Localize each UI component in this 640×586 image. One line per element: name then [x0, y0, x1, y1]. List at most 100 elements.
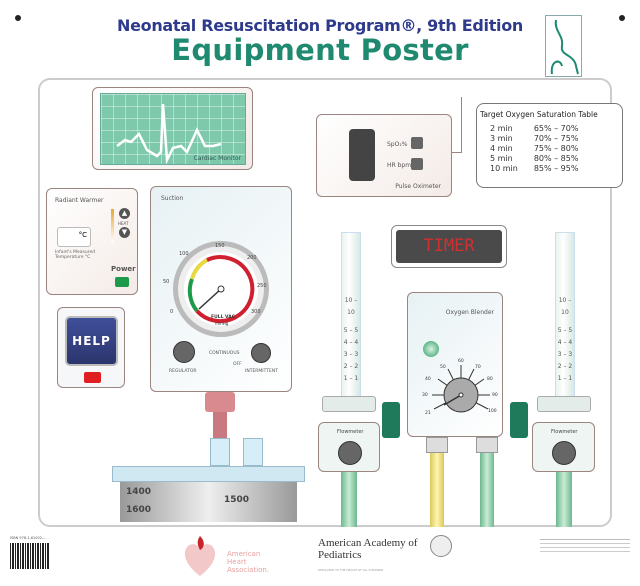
suction-tube	[213, 412, 227, 438]
isbn-text: ISBN 978-1-61002-...	[10, 536, 47, 540]
spo2-cell: 70% – 75%	[533, 134, 579, 143]
spo2-label: SpO₂%	[387, 141, 408, 148]
flowmeter-left: Flowmeter	[318, 422, 380, 472]
flowmeter-label: Flowmeter	[337, 429, 364, 435]
dial-tick: 40	[425, 377, 431, 382]
blender-inlet-right	[510, 402, 528, 438]
heat-up-button[interactable]: ▲	[119, 208, 130, 219]
flowmeter-right: Flowmeter	[532, 422, 595, 472]
hole-dot	[619, 15, 625, 21]
gauge-unit: mmHg	[215, 321, 229, 326]
fio2-dial[interactable]	[426, 359, 496, 419]
hr-display	[411, 158, 423, 170]
heat-label: HEAT	[118, 221, 129, 226]
oxygen-blender: Oxygen Blender 21 30 40 50 60 70 80 90 1…	[407, 292, 503, 437]
suction-gauge	[173, 241, 269, 337]
canister-port	[210, 438, 230, 466]
power-button[interactable]	[115, 277, 129, 287]
time-cell: 10 min	[490, 164, 518, 173]
timer[interactable]: TIMER	[391, 225, 507, 268]
help-light	[84, 372, 101, 383]
time-cell: 4 min	[490, 144, 513, 153]
poster-title: Equipment Poster	[171, 33, 469, 67]
oximeter-display	[349, 129, 375, 181]
time-cell: 3 min	[490, 134, 513, 143]
monitor-label: Cardiac Monitor	[193, 155, 241, 162]
flowmeter-label: Flowmeter	[551, 429, 578, 435]
canister-lid	[112, 466, 305, 482]
flow-scale-mark: 2 – 2	[343, 363, 359, 370]
timer-display: TIMER	[396, 230, 502, 263]
gauge-tick: 50	[163, 279, 170, 285]
hr-label: HR bpm	[387, 162, 412, 169]
gauge-tick: 200	[247, 255, 257, 261]
dial-tick: 90	[492, 393, 498, 398]
spo2-cell: 80% – 85%	[533, 154, 579, 163]
flowmeter-collar	[537, 396, 591, 412]
heat-indicator	[111, 209, 114, 243]
canister-mark: 1400	[126, 487, 152, 497]
flow-scale-mark: 2 – 2	[557, 363, 573, 370]
table-title: Target Oxygen Saturation Table	[480, 110, 598, 119]
barcode-bars	[10, 543, 50, 569]
gauge-tick: 300	[251, 309, 261, 315]
flow-scale-mark: 10 – 10	[344, 297, 358, 316]
suction-title: Suction	[161, 195, 184, 202]
aap-tagline: DEDICATED TO THE HEALTH OF ALL CHILDREN	[318, 568, 384, 572]
flow-scale-mark: 4 – 4	[557, 339, 573, 346]
barcode: ISBN 978-1-61002-...	[10, 536, 62, 576]
canister-mark: 1600	[126, 505, 152, 515]
help-button[interactable]: HELP	[65, 316, 118, 366]
aha-heart-torch-logo	[184, 536, 216, 576]
nrp-logo	[545, 15, 582, 77]
poster-subtitle: Neonatal Resuscitation Program®, 9th Edi…	[116, 16, 524, 35]
oximeter-label: Pulse Oximeter	[395, 183, 441, 190]
continuous-label: CONTINUOUS	[209, 351, 240, 356]
disclaimer-text	[540, 537, 630, 555]
canister-port	[243, 438, 263, 466]
time-cell: 2 min	[490, 124, 513, 133]
gauge-tick: 0	[170, 309, 174, 315]
flowmeter-knob[interactable]	[338, 441, 362, 465]
flow-scale-mark: 3 – 3	[557, 351, 573, 358]
table-row: 10 min 85% – 95%	[480, 164, 584, 174]
mode-knob[interactable]	[251, 343, 271, 363]
flow-scale-mark: 1 – 1	[557, 375, 573, 382]
aha-name: American Heart Association.	[227, 550, 270, 574]
gauge-tick: 100	[179, 251, 189, 257]
oxygen-hose	[480, 450, 494, 527]
heat-down-button[interactable]: ▼	[119, 227, 130, 238]
oxygen-hose	[556, 472, 572, 527]
dial-tick: 80	[487, 377, 493, 382]
monitor-screen: Cardiac Monitor	[100, 93, 246, 165]
dial-tick: 70	[475, 365, 481, 370]
flow-scale-mark: 5 – 5	[557, 327, 573, 334]
blender-outlet	[476, 437, 498, 453]
flow-scale-mark: 4 – 4	[343, 339, 359, 346]
gauge-label: FULL VAC	[211, 315, 235, 320]
aap-seal	[430, 535, 452, 557]
suction-canister: 1400 1500 1600	[120, 482, 297, 522]
ecg-waveform-icon	[116, 103, 222, 165]
spo2-display	[411, 137, 423, 149]
suction-unit: Suction FULL VAC mmHg 0 50 100 150 200 2…	[150, 186, 292, 392]
temperature-display: °C	[57, 227, 91, 247]
temperature-label: Infant's Measured Temperature °C	[55, 250, 96, 260]
radiant-warmer: Radiant Warmer °C Infant's Measured Temp…	[46, 188, 138, 295]
dial-tick: 50	[440, 365, 446, 370]
flowmeter-knob[interactable]	[552, 441, 576, 465]
flow-scale-mark: 1 – 1	[343, 375, 359, 382]
oxygen-hose	[341, 472, 357, 527]
blender-inlet-left	[382, 402, 400, 438]
dial-tick: 30	[422, 393, 428, 398]
blender-indicator-light	[423, 341, 439, 357]
regulator-knob[interactable]	[173, 341, 195, 363]
gauge-tick: 250	[257, 283, 267, 289]
spo2-cell: 85% – 95%	[533, 164, 579, 173]
